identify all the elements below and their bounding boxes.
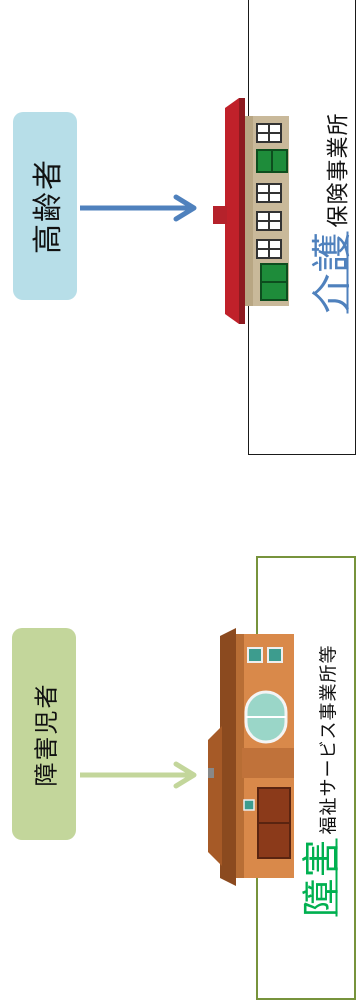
disabled-badge (12, 628, 76, 840)
elderly-badge (13, 112, 77, 300)
disabled-label: 障害児者 (32, 682, 61, 786)
care-service-highlight: 介護 (309, 231, 356, 314)
care-service-label: 保険事業所 (326, 111, 352, 228)
welfare-service-label: 福祉サービス事業所等 (318, 643, 340, 834)
welfare-house-icon (208, 628, 294, 886)
arrow-right-icon (80, 194, 197, 222)
welfare-service-highlight: 障害 (299, 837, 344, 917)
elderly-label: 高齢者 (31, 158, 66, 254)
arrow-right-icon (80, 761, 197, 789)
care-facility-building-icon (213, 98, 289, 324)
